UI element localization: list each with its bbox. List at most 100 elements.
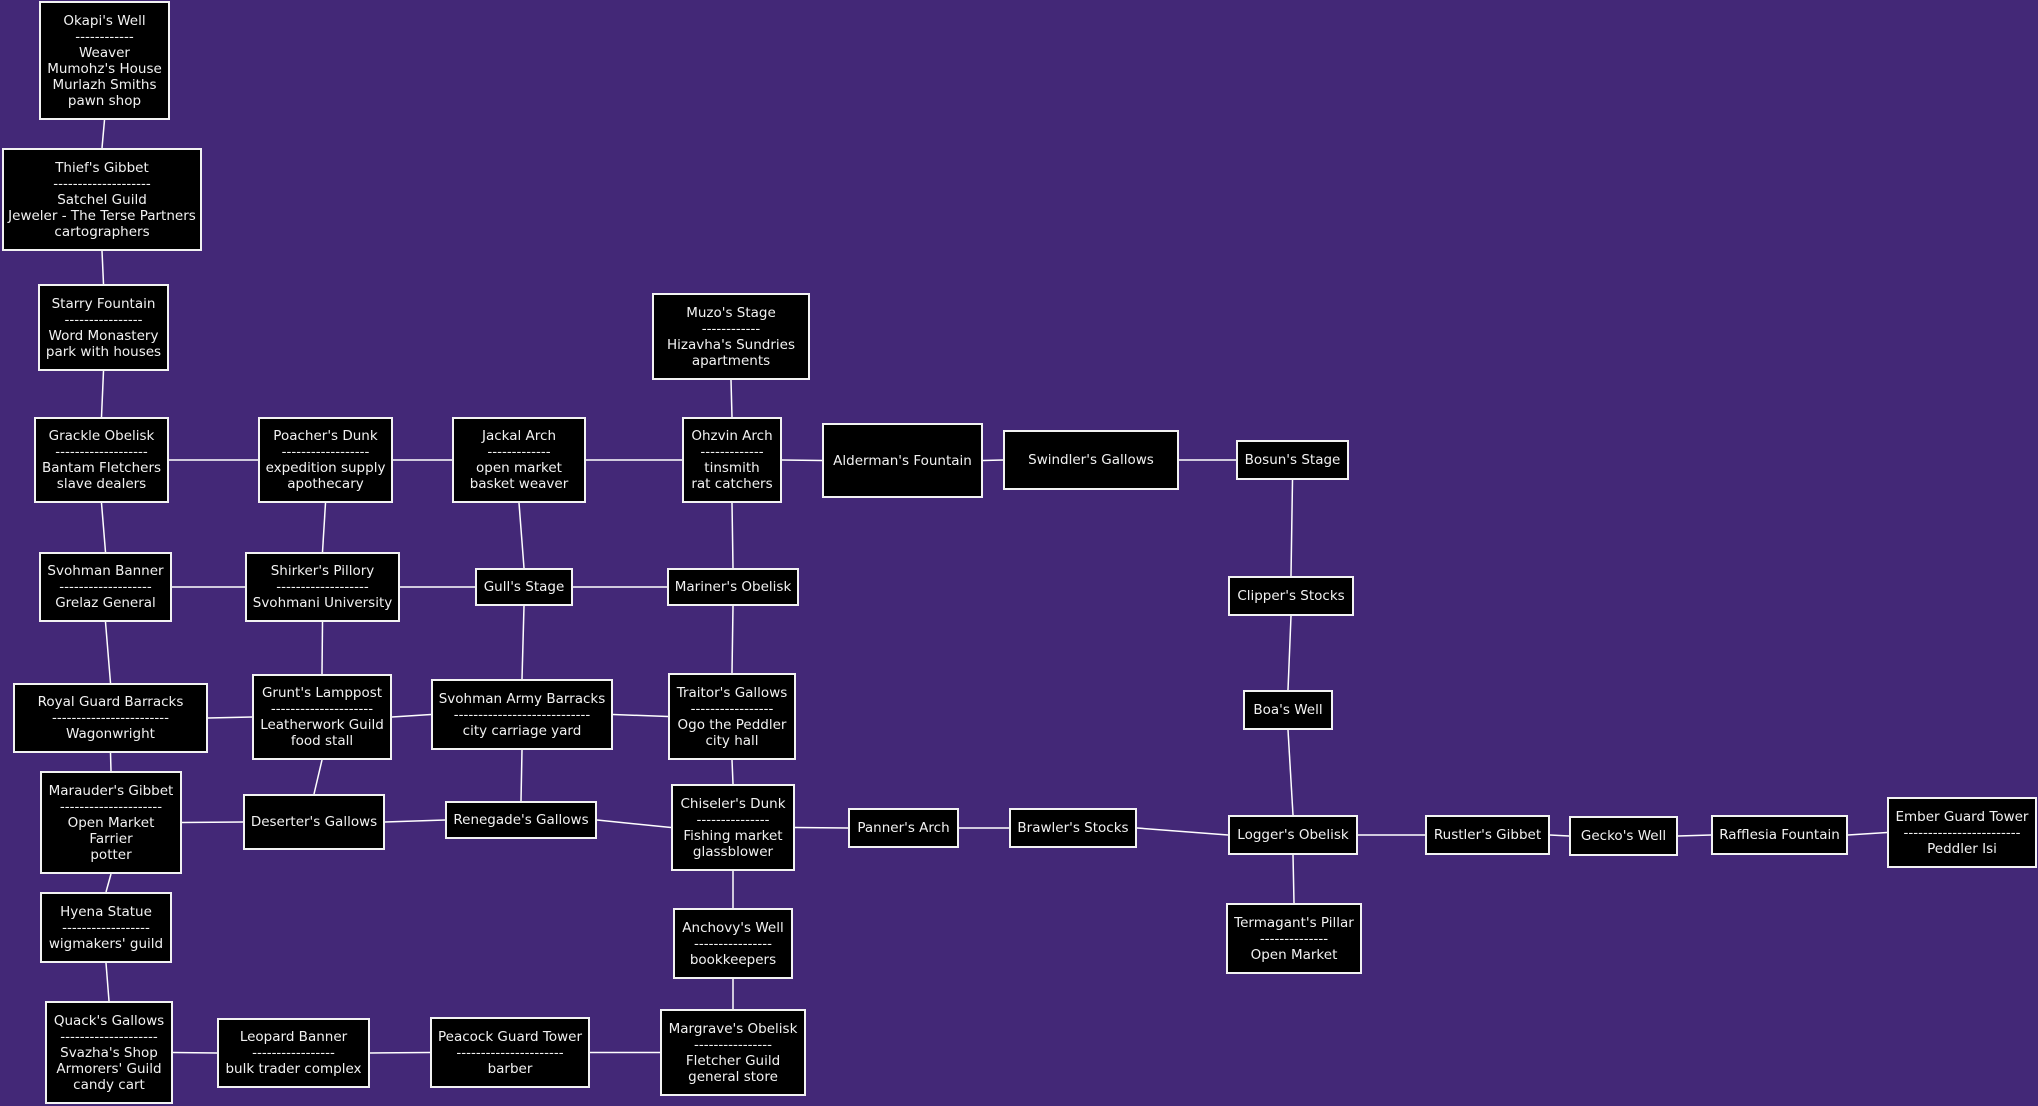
node-title: Deserter's Gallows (250, 814, 378, 830)
location-node-panner: Panner's Arch (848, 808, 959, 848)
node-item: Grelaz General (55, 595, 156, 611)
location-node-bosun: Bosun's Stage (1236, 440, 1349, 480)
node-separator: ---------------------------- (453, 706, 591, 723)
node-item: bookkeepers (689, 951, 777, 968)
node-title: Thief's Gibbet (55, 159, 149, 176)
node-title: Leopard Banner (239, 1029, 348, 1045)
node-item: city carriage yard (462, 722, 582, 739)
node-title: Termagant's Pillar (1234, 914, 1354, 931)
node-title: Peacock Guard Tower (437, 1028, 583, 1045)
node-title: Gecko's Well (1580, 828, 1667, 844)
node-separator: ------------------- (55, 444, 148, 460)
node-separator: -------------------- (53, 175, 151, 192)
node-item: Ogo the Peddler (677, 716, 787, 733)
connection-brawler-logger (1136, 827, 1229, 836)
location-node-traitor: Traitor's Gallows-----------------Ogo th… (668, 673, 796, 760)
connection-renegade-chiseler (596, 819, 672, 829)
node-title: Svohman Army Barracks (438, 690, 606, 707)
location-node-termagant: Termagant's Pillar--------------Open Mar… (1226, 903, 1362, 974)
node-title: Margrave's Obelisk (668, 1020, 798, 1037)
node-item: candy cart (73, 1076, 145, 1093)
location-node-svbanner: Svohman Banner-------------------Grelaz … (39, 552, 172, 622)
node-item: Farrier (89, 830, 133, 847)
node-item: Leatherwork Guild (260, 717, 384, 733)
location-node-grackle: Grackle Obelisk-------------------Bantam… (34, 417, 169, 503)
node-item: glassblower (692, 843, 774, 860)
node-separator: ------------------ (281, 444, 370, 460)
location-node-anchovy: Anchovy's Well----------------bookkeeper… (673, 908, 793, 979)
connection-rafflesia-ember (1847, 831, 1888, 836)
location-node-starry: Starry Fountain----------------Word Mona… (38, 284, 169, 371)
location-node-chiseler: Chiseler's Dunk---------------Fishing ma… (671, 784, 795, 871)
node-item: Hizavha's Sundries (666, 336, 795, 353)
node-item: Weaver (79, 44, 130, 61)
node-separator: -------------- (1259, 930, 1329, 947)
node-item: barber (487, 1060, 533, 1077)
connection-grunt-deserter (313, 759, 323, 795)
location-node-rafflesia: Rafflesia Fountain (1711, 815, 1848, 855)
node-item: basket weaver (469, 476, 569, 492)
connection-royal-grunt (207, 716, 253, 719)
node-item: Open Market (1250, 946, 1338, 963)
connection-gecko-rafflesia (1677, 834, 1712, 837)
node-title: Ember Guard Tower (1895, 808, 2029, 825)
node-separator: ----------------- (252, 1045, 335, 1061)
location-node-thief: Thief's Gibbet--------------------Satche… (2, 148, 202, 251)
node-title: Chiseler's Dunk (680, 795, 786, 812)
node-title: Alderman's Fountain (833, 452, 972, 469)
connection-leopard-peacock (369, 1051, 431, 1054)
node-title: Rafflesia Fountain (1719, 827, 1840, 843)
node-item: Svazha's Shop (60, 1044, 158, 1061)
node-title: Hyena Statue (60, 903, 152, 920)
node-title: Svohman Banner (47, 563, 164, 579)
node-separator: --------------- (696, 811, 770, 828)
location-node-grunt: Grunt's Lamppost---------------------Lea… (252, 674, 392, 760)
node-title: Logger's Obelisk (1237, 827, 1349, 843)
node-separator: --------------------- (59, 798, 163, 815)
node-item: Murlazh Smiths (52, 76, 157, 93)
connection-royal-marauder (109, 752, 112, 772)
node-separator: ------------- (487, 444, 551, 460)
node-item: apothecary (287, 476, 364, 492)
location-node-deserter: Deserter's Gallows (243, 794, 385, 850)
node-item: potter (90, 846, 132, 863)
node-title: Grunt's Lamppost (261, 685, 383, 701)
node-item: Wagonwright (66, 726, 155, 742)
node-item: pawn shop (67, 92, 142, 109)
node-separator: -------------------- (60, 1028, 158, 1045)
connection-svarmy-traitor (612, 713, 669, 718)
connection-mariner-traitor (731, 605, 734, 674)
node-title: Gull's Stage (483, 579, 565, 595)
location-node-leopard: Leopard Banner-----------------bulk trad… (217, 1018, 370, 1088)
node-item: wigmakers' guild (48, 935, 164, 952)
node-title: Jackal Arch (481, 428, 557, 444)
connection-ohzvin-mariner (731, 502, 734, 569)
node-title: Rustler's Gibbet (1433, 827, 1542, 843)
node-item: apartments (691, 352, 771, 369)
location-node-poacher: Poacher's Dunk------------------expediti… (258, 417, 393, 503)
node-title: Royal Guard Barracks (37, 694, 184, 710)
connection-chiseler-panner (794, 826, 849, 829)
node-title: Traitor's Gallows (676, 684, 788, 701)
node-title: Clipper's Stocks (1237, 588, 1345, 604)
connection-deserter-renegade (384, 819, 446, 823)
connection-muzo-ohzvin (730, 379, 733, 418)
node-title: Anchovy's Well (682, 919, 784, 936)
connection-marauder-hyena (105, 873, 112, 893)
location-node-rustler: Rustler's Gibbet (1425, 815, 1550, 855)
location-node-swindler: Swindler's Gallows (1003, 430, 1179, 490)
node-item: Svohmani University (252, 595, 393, 611)
node-title: Grackle Obelisk (48, 428, 155, 444)
node-title: Ohzvin Arch (691, 428, 773, 444)
node-title: Mariner's Obelisk (674, 579, 792, 595)
node-item: cartographers (54, 223, 150, 240)
connection-alderman-swindler (982, 459, 1004, 462)
connection-boa-logger (1287, 729, 1294, 816)
node-separator: ------------------- (276, 579, 369, 595)
location-node-gecko: Gecko's Well (1569, 816, 1678, 856)
connection-marauder-deserter (181, 821, 244, 824)
node-title: Starry Fountain (51, 295, 156, 312)
node-item: Fletcher Guild (685, 1052, 781, 1069)
